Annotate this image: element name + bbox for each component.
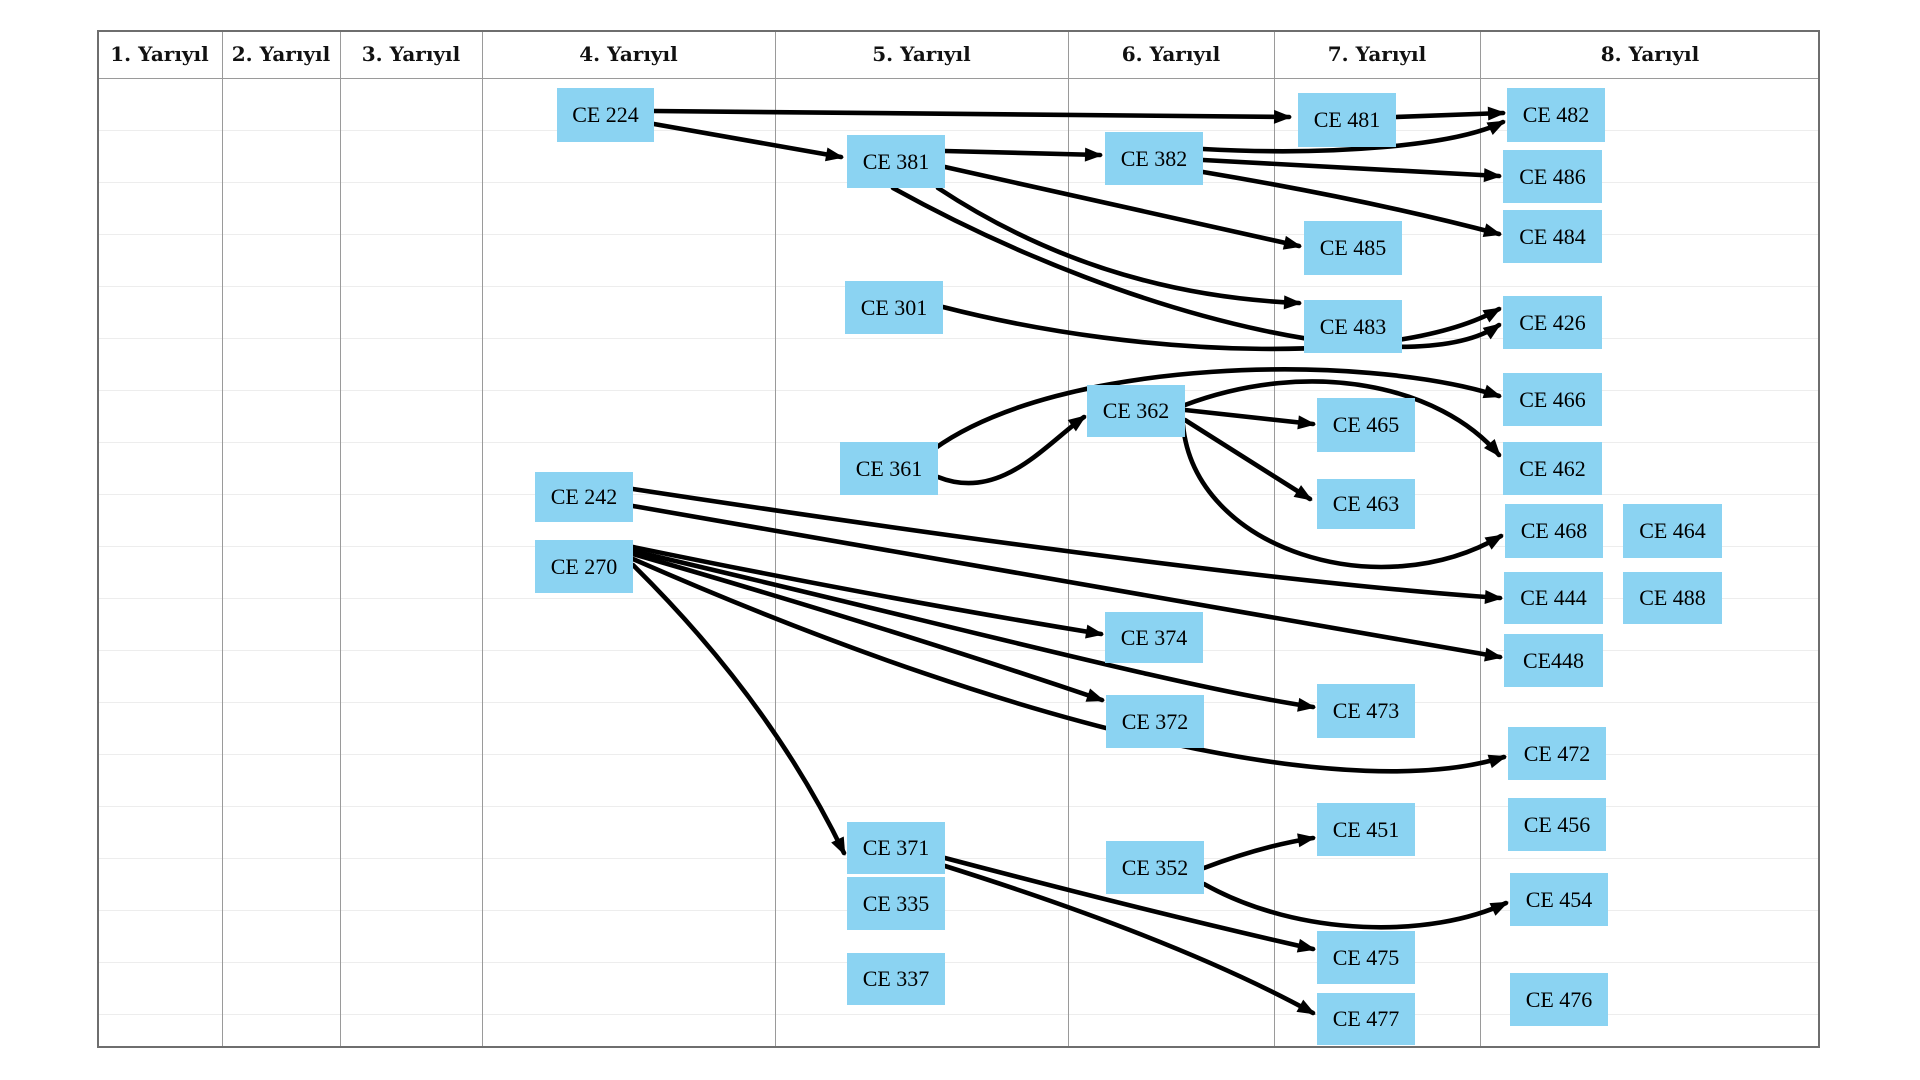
course-node-CE463[interactable]: CE 463 <box>1317 479 1415 529</box>
course-node-CE337[interactable]: CE 337 <box>847 953 945 1005</box>
course-node-CE352[interactable]: CE 352 <box>1106 841 1204 894</box>
row-gridline <box>97 806 1820 807</box>
column-border-line <box>482 30 483 1048</box>
column-header-4-yariyil: 4. Yarıyıl <box>579 42 678 66</box>
course-node-CE451[interactable]: CE 451 <box>1317 803 1415 856</box>
course-node-CE484[interactable]: CE 484 <box>1503 210 1602 263</box>
course-node-CE486[interactable]: CE 486 <box>1503 150 1602 203</box>
course-node-CE362[interactable]: CE 362 <box>1087 385 1185 437</box>
column-header-7-yariyil: 7. Yarıyıl <box>1327 42 1427 66</box>
column-header-3-yariyil: 3. Yarıyıl <box>361 42 461 66</box>
course-node-CE473[interactable]: CE 473 <box>1317 684 1415 738</box>
course-node-CE462[interactable]: CE 462 <box>1503 442 1602 495</box>
course-node-CE224[interactable]: CE 224 <box>557 88 654 142</box>
course-node-CE372[interactable]: CE 372 <box>1106 695 1204 748</box>
column-header-5-yariyil: 5. Yarıyıl <box>872 42 971 66</box>
course-node-CE468[interactable]: CE 468 <box>1505 504 1603 558</box>
column-border-line <box>222 30 223 1048</box>
column-header-8-yariyil: 8. Yarıyıl <box>1600 42 1700 66</box>
column-border-line <box>340 30 341 1048</box>
column-header-2-yariyil: 2. Yarıyıl <box>231 42 331 66</box>
course-node-CE454[interactable]: CE 454 <box>1510 873 1608 926</box>
course-node-CE466[interactable]: CE 466 <box>1503 373 1602 426</box>
course-node-CE371[interactable]: CE 371 <box>847 822 945 874</box>
course-node-CE476[interactable]: CE 476 <box>1510 973 1608 1026</box>
course-node-CE444[interactable]: CE 444 <box>1504 572 1603 624</box>
course-node-CE464[interactable]: CE 464 <box>1623 504 1722 558</box>
course-node-CE483[interactable]: CE 483 <box>1304 300 1402 353</box>
course-node-CE361[interactable]: CE 361 <box>840 442 938 495</box>
header-separator-line <box>97 78 1820 79</box>
course-node-CE488[interactable]: CE 488 <box>1623 572 1722 624</box>
course-node-CE485[interactable]: CE 485 <box>1304 221 1402 275</box>
course-node-CE448[interactable]: CE448 <box>1504 634 1603 687</box>
course-node-CE382[interactable]: CE 382 <box>1105 132 1203 185</box>
course-node-CE242[interactable]: CE 242 <box>535 472 633 522</box>
course-node-CE374[interactable]: CE 374 <box>1105 612 1203 663</box>
course-node-CE465[interactable]: CE 465 <box>1317 398 1415 452</box>
course-node-CE472[interactable]: CE 472 <box>1508 727 1606 780</box>
course-node-CE475[interactable]: CE 475 <box>1317 931 1415 984</box>
course-node-CE270[interactable]: CE 270 <box>535 540 633 593</box>
course-node-CE456[interactable]: CE 456 <box>1508 798 1606 851</box>
course-node-CE482[interactable]: CE 482 <box>1507 88 1605 142</box>
course-node-CE301[interactable]: CE 301 <box>845 281 943 334</box>
column-header-6-yariyil: 6. Yarıyıl <box>1121 42 1221 66</box>
course-node-CE481[interactable]: CE 481 <box>1298 93 1396 147</box>
course-node-CE477[interactable]: CE 477 <box>1317 993 1415 1045</box>
course-node-CE381[interactable]: CE 381 <box>847 135 945 188</box>
row-gridline <box>97 130 1820 131</box>
table-outer-border <box>97 30 1820 1048</box>
course-node-CE426[interactable]: CE 426 <box>1503 296 1602 349</box>
course-node-CE335[interactable]: CE 335 <box>847 877 945 930</box>
column-header-1-yariyil: 1. Yarıyıl <box>110 42 209 66</box>
